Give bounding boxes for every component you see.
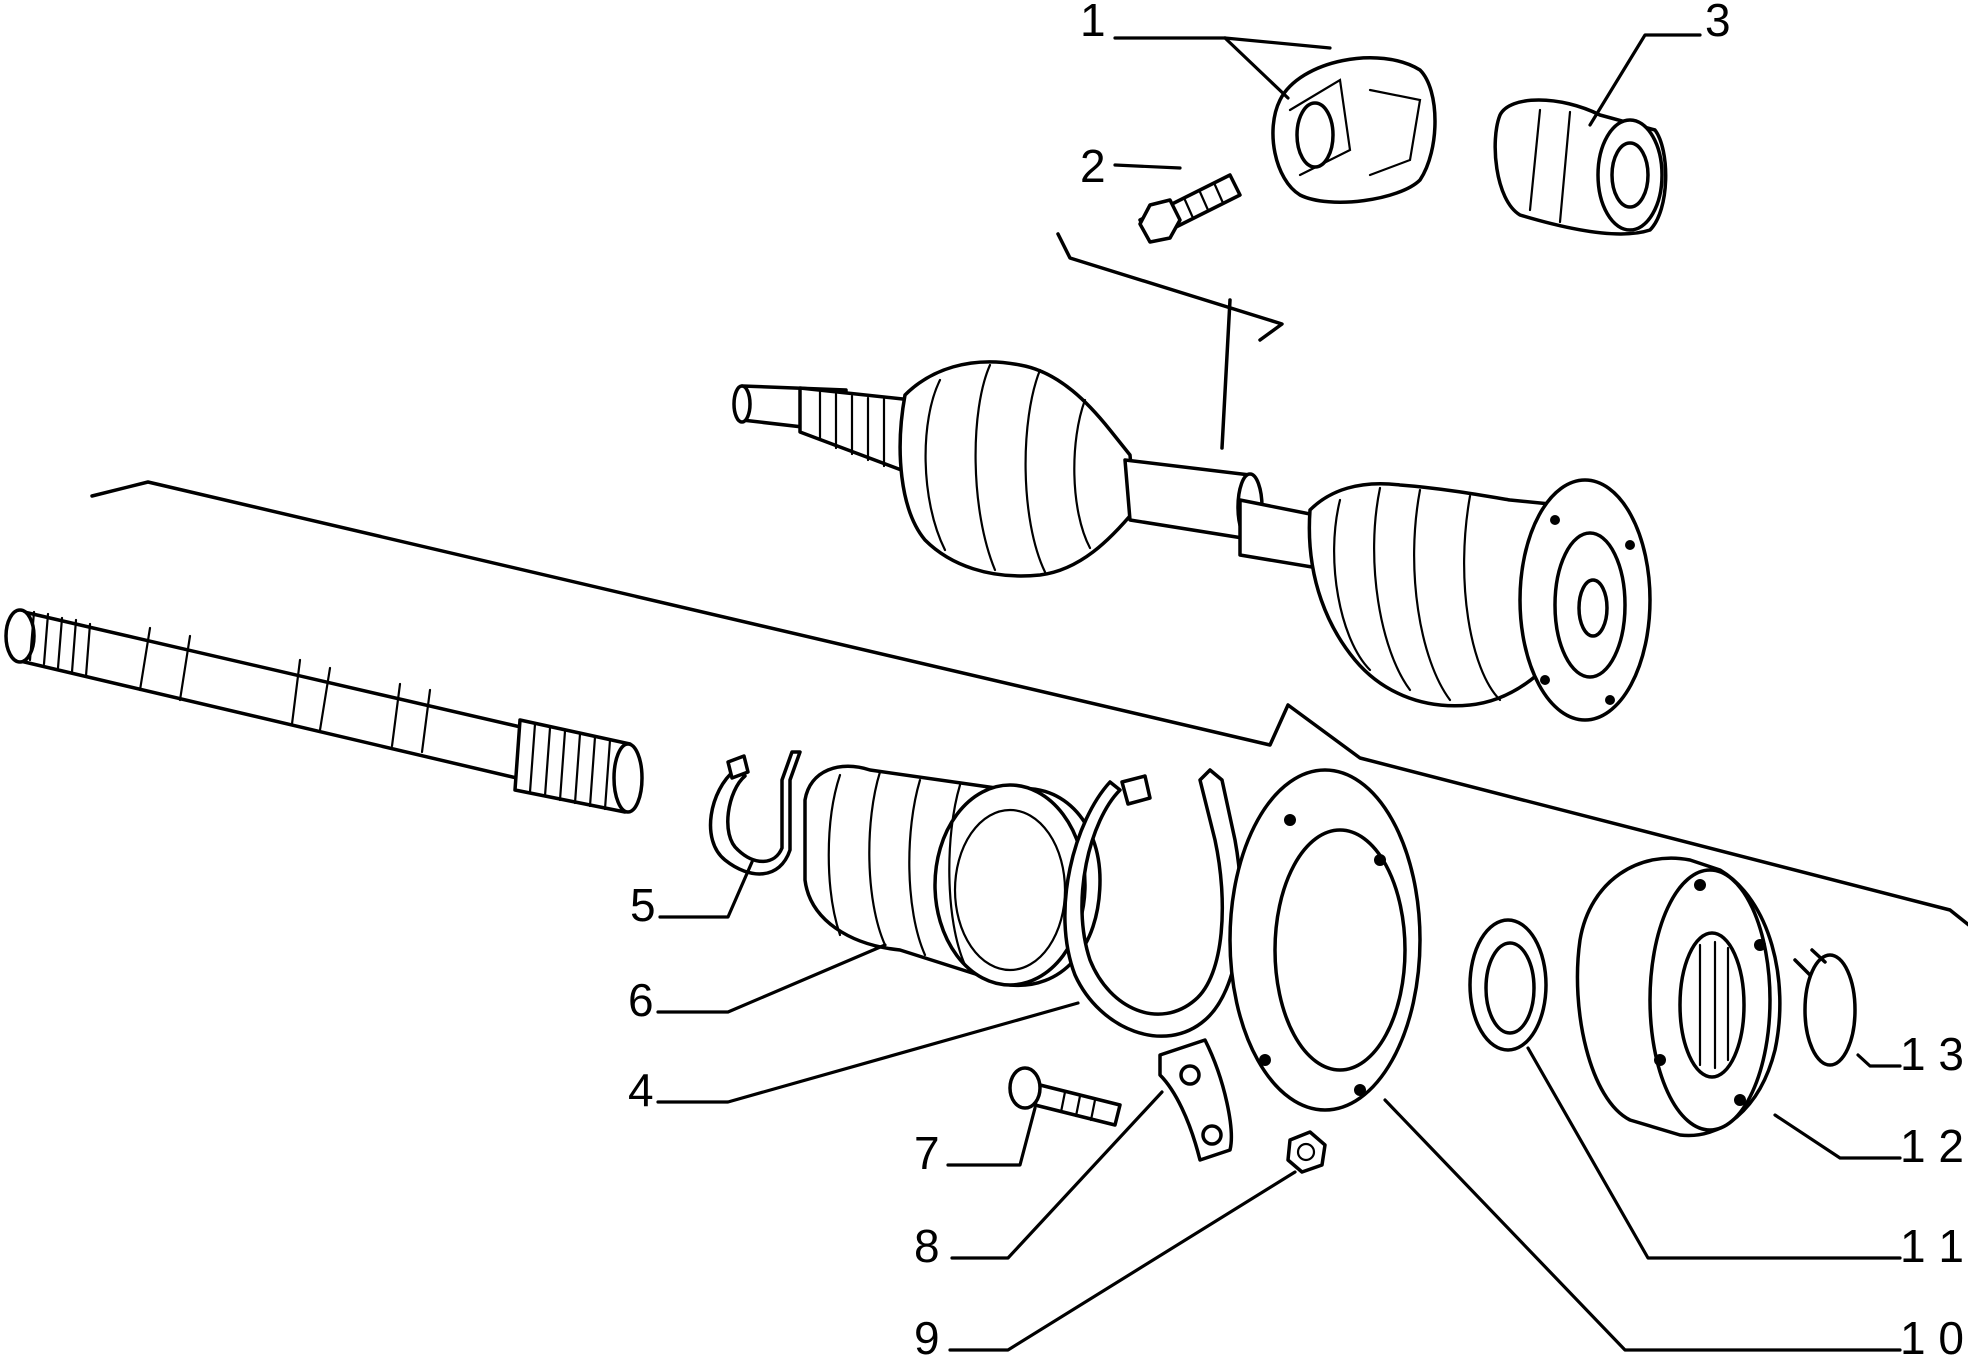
part-13-snap-ring — [1793, 948, 1857, 1067]
callout-11: 1 1 — [1900, 1220, 1964, 1272]
lower-group-bracket — [90, 480, 1968, 927]
part-9-nut — [1286, 1130, 1327, 1174]
part-3-cv-joint-race — [1493, 98, 1668, 236]
upper-group-bracket — [1056, 232, 1284, 450]
callout-13: 1 3 — [1900, 1028, 1964, 1080]
callout-3: 3 — [1705, 0, 1731, 46]
part-6-boot — [803, 764, 1102, 988]
callout-8: 8 — [914, 1220, 940, 1272]
callout-1: 1 — [1080, 0, 1106, 46]
splined-shaft — [4, 608, 644, 814]
callout-5: 5 — [630, 879, 656, 931]
part-4-large-boot-clamp — [1063, 768, 1243, 1038]
part-10-cover-plate — [1228, 768, 1422, 1112]
callout-9: 9 — [914, 1312, 940, 1357]
driveshaft-assembly — [732, 360, 1652, 722]
callout-6: 6 — [628, 974, 654, 1026]
part-11-washer — [1468, 918, 1548, 1052]
callout-4: 4 — [628, 1064, 654, 1116]
leader-lines — [656, 33, 1902, 1352]
part-8-lock-plate — [1158, 1038, 1234, 1162]
callout-labels: 1 2 3 4 5 6 7 8 9 1 0 1 1 1 2 1 3 — [628, 0, 1964, 1357]
part-5-small-boot-clamp — [708, 750, 802, 876]
part-2-bolt — [1138, 173, 1242, 244]
part-12-joint-housing — [1575, 856, 1782, 1138]
part-1-cv-joint-cage — [1271, 56, 1437, 204]
callout-12: 1 2 — [1900, 1120, 1964, 1172]
callout-2: 2 — [1080, 140, 1106, 192]
part-7-bolt — [1008, 1066, 1122, 1127]
callout-7: 7 — [914, 1127, 940, 1179]
callout-10: 1 0 — [1900, 1312, 1964, 1357]
